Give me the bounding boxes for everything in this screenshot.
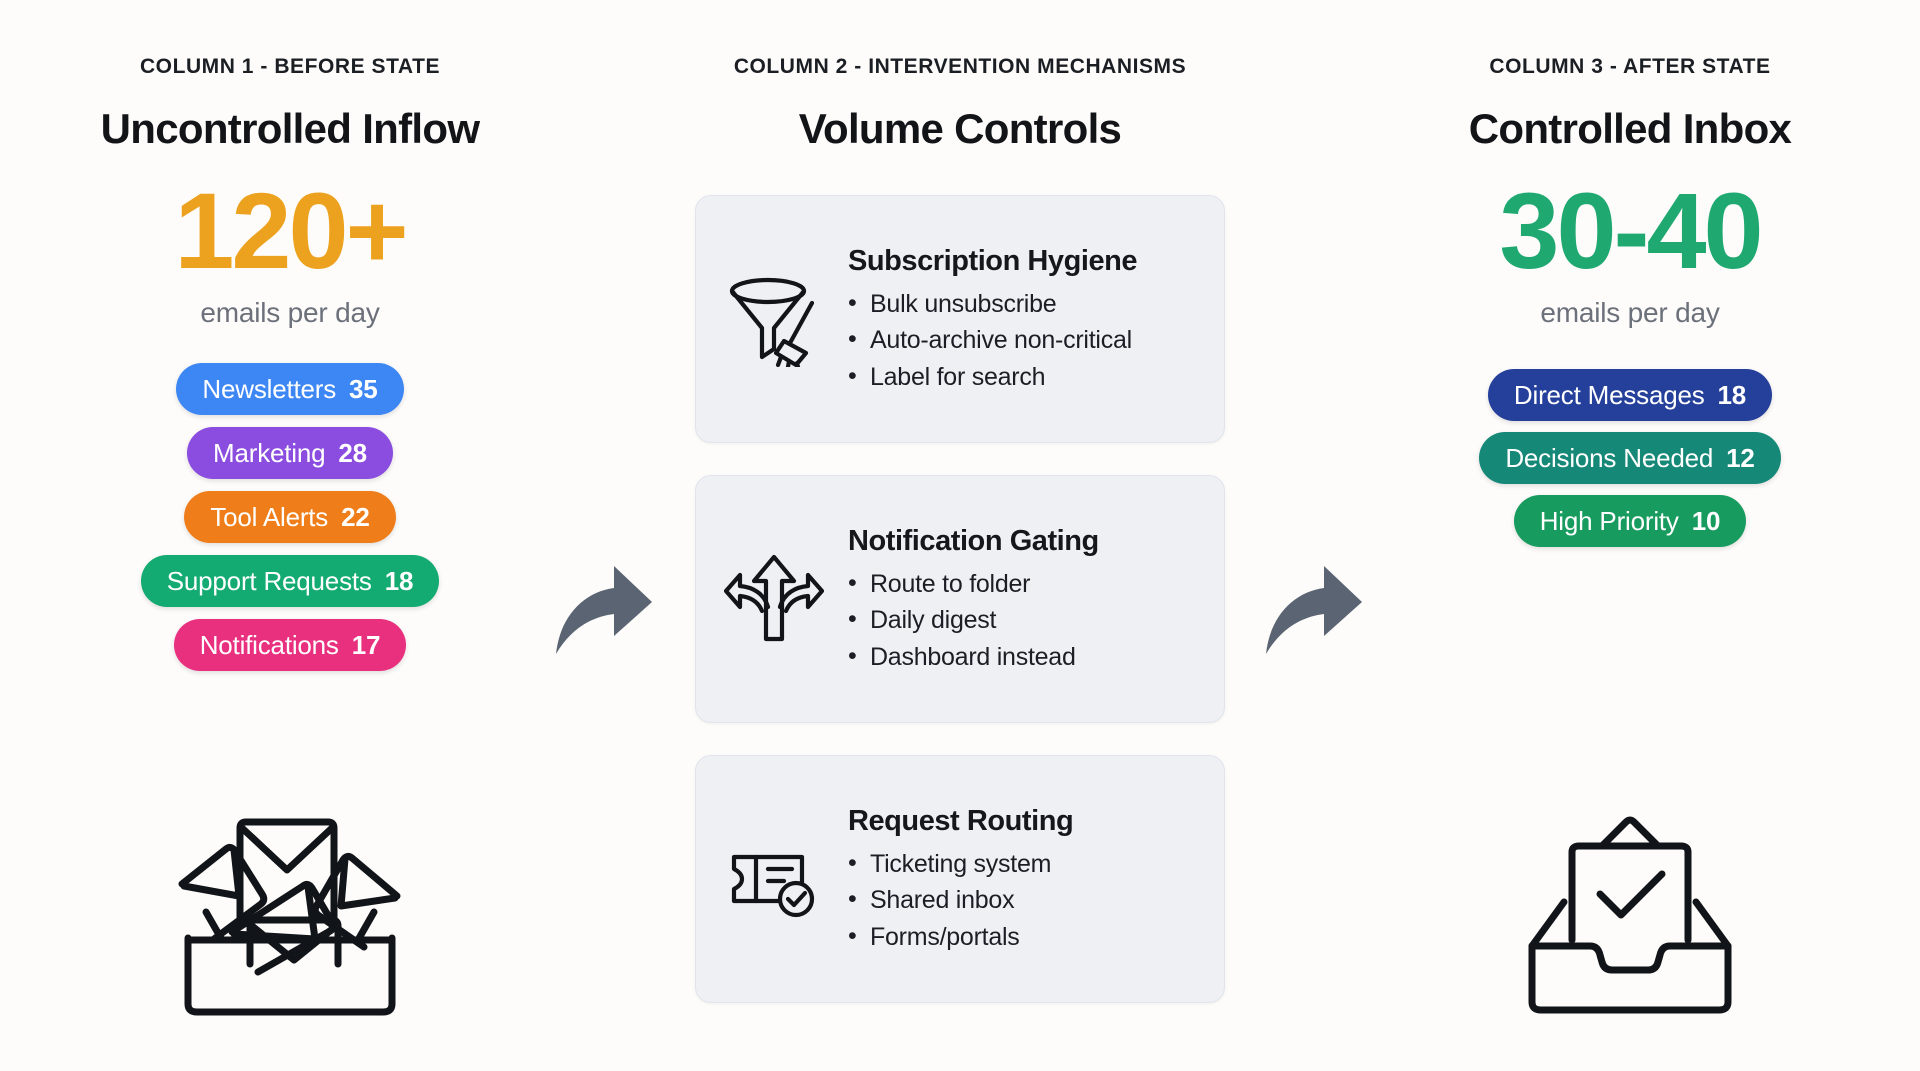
card-bullet: Shared inbox (848, 883, 1200, 917)
three-way-arrow-icon (722, 551, 826, 647)
pill-support-requests[interactable]: Support Requests 18 (140, 555, 440, 607)
card-subscription-hygiene[interactable]: Subscription Hygiene Bulk unsubscribe Au… (695, 195, 1225, 443)
ticket-check-icon (722, 839, 826, 919)
pill-tool-alerts[interactable]: Tool Alerts 22 (184, 491, 396, 543)
pill-value: 28 (338, 437, 367, 468)
overflowing-inbox-icon (166, 808, 414, 1029)
before-stat-block: 120+ emails per day (174, 170, 408, 329)
column-before-state: COLUMN 1 - BEFORE STATE Uncontrolled Inf… (40, 0, 540, 1071)
mechanism-card-list: Subscription Hygiene Bulk unsubscribe Au… (695, 195, 1225, 1003)
column-2-kicker: COLUMN 2 - INTERVENTION MECHANISMS (733, 55, 1187, 78)
column-after-state: COLUMN 3 - AFTER STATE Controlled Inbox … (1380, 0, 1880, 1071)
pill-notifications[interactable]: Notifications 17 (173, 619, 407, 671)
pill-value: 12 (1726, 442, 1755, 473)
card-request-routing[interactable]: Request Routing Ticketing system Shared … (695, 755, 1225, 1003)
clean-inbox-check-icon (1516, 810, 1744, 1029)
card-bullet-list: Route to folder Daily digest Dashboard i… (848, 567, 1200, 674)
column-3-kicker: COLUMN 3 - AFTER STATE (1489, 55, 1771, 78)
card-bullet: Daily digest (848, 603, 1200, 637)
pill-decisions-needed[interactable]: Decisions Needed 12 (1479, 432, 1781, 484)
pill-value: 10 (1691, 505, 1721, 536)
funnel-broom-icon (722, 271, 826, 367)
before-stat-number: 120+ (174, 170, 408, 291)
card-bullet-list: Bulk unsubscribe Auto-archive non-critic… (848, 287, 1200, 394)
column-2-title: Volume Controls (798, 105, 1122, 152)
card-body: Request Routing Ticketing system Shared … (848, 805, 1200, 954)
card-bullet: Auto-archive non-critical (848, 323, 1200, 357)
column-3-title: Controlled Inbox (1468, 105, 1792, 152)
before-category-pill-list: Newsletters 35 Marketing 28 Tool Alerts … (140, 363, 440, 671)
pill-newsletters[interactable]: Newsletters 35 (176, 363, 404, 415)
card-title: Subscription Hygiene (848, 244, 1138, 277)
pill-value: 35 (349, 373, 378, 404)
card-bullet: Route to folder (848, 567, 1200, 601)
pill-direct-messages[interactable]: Direct Messages 18 (1487, 369, 1773, 421)
card-bullet: Forms/portals (848, 920, 1200, 954)
pill-label: Marketing (213, 437, 326, 468)
card-bullet: Ticketing system (848, 847, 1200, 881)
card-bullet: Dashboard instead (848, 640, 1200, 674)
card-notification-gating[interactable]: Notification Gating Route to folder Dail… (695, 475, 1225, 723)
arrow-middle-to-after (1258, 560, 1368, 660)
arrow-before-to-middle (548, 560, 658, 660)
pill-label: Decisions Needed (1505, 442, 1714, 473)
column-intervention-mechanisms: COLUMN 2 - INTERVENTION MECHANISMS Volum… (660, 0, 1260, 1071)
after-stat-caption: emails per day (1540, 297, 1720, 328)
pill-value: 18 (1717, 379, 1747, 410)
before-stat-caption: emails per day (200, 297, 380, 328)
pill-label: Newsletters (202, 373, 337, 404)
pill-label: Tool Alerts (210, 501, 329, 532)
pill-value: 22 (341, 501, 370, 532)
card-bullet-list: Ticketing system Shared inbox Forms/port… (848, 847, 1200, 954)
pill-label: Direct Messages (1513, 379, 1705, 410)
card-bullet: Label for search (848, 360, 1200, 394)
card-bullet: Bulk unsubscribe (848, 287, 1200, 321)
after-category-pill-list: Direct Messages 18 Decisions Needed 12 H… (1479, 369, 1781, 547)
pill-value: 18 (384, 565, 414, 596)
after-stat-number: 30-40 (1499, 170, 1763, 291)
card-body: Notification Gating Route to folder Dail… (848, 525, 1200, 674)
pill-marketing[interactable]: Marketing 28 (187, 427, 393, 479)
pill-label: Support Requests (166, 565, 372, 596)
after-stat-block: 30-40 emails per day (1499, 170, 1763, 329)
pill-label: Notifications (199, 629, 339, 660)
pill-label: High Priority (1539, 505, 1679, 536)
card-body: Subscription Hygiene Bulk unsubscribe Au… (848, 245, 1200, 394)
card-title: Request Routing (848, 804, 1074, 837)
pill-value: 17 (351, 629, 381, 660)
pill-high-priority[interactable]: High Priority 10 (1513, 495, 1747, 547)
column-1-kicker: COLUMN 1 - BEFORE STATE (139, 55, 441, 78)
column-1-title: Uncontrolled Inflow (100, 105, 480, 152)
card-title: Notification Gating (848, 524, 1099, 557)
